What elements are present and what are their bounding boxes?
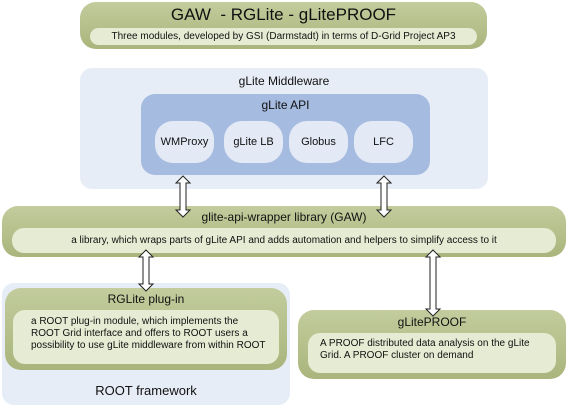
double-arrow-icon <box>174 175 192 218</box>
gaw-library-title: glite-api-wrapper library (GAW) <box>201 210 367 224</box>
rglite-plugin-description: a ROOT plug-in module, which implements … <box>13 310 279 364</box>
root-framework-box: RGLite plug-in a ROOT plug-in module, wh… <box>2 283 290 405</box>
rglite-plugin-line: possibility to use gLite middleware from… <box>31 340 266 351</box>
glite-middleware-label: gLite Middleware <box>238 74 330 88</box>
glite-api-label: gLite API <box>261 98 310 112</box>
header-subtitle: Three modules, developed by GSI (Darmsta… <box>90 28 477 45</box>
module-lfc: LFC <box>354 121 413 163</box>
glite-proof-box: gLitePROOF A PROOF distributed data anal… <box>298 310 566 379</box>
glite-proof-description: A PROOF distributed data analysis on the… <box>308 333 556 373</box>
rglite-plugin-line: a ROOT plug-in module, which implements … <box>31 316 239 327</box>
rglite-plugin-title: RGLite plug-in <box>107 292 185 306</box>
rglite-plugin-line: ROOT Grid interface and offers to ROOT u… <box>31 328 248 339</box>
glite-proof-line: Grid. A PROOF cluster on demand <box>320 350 474 361</box>
glite-proof-line: A PROOF distributed data analysis on the… <box>320 338 530 349</box>
header-box: GAW - RGLite - gLitePROOF Three modules,… <box>80 2 487 49</box>
module-glite-lb: gLite LB <box>224 121 283 163</box>
double-arrow-icon <box>424 249 442 317</box>
glite-proof-title: gLitePROOF <box>397 315 467 329</box>
double-arrow-icon <box>137 249 155 292</box>
double-arrow-icon <box>375 175 393 218</box>
rglite-plugin-box: RGLite plug-in a ROOT plug-in module, wh… <box>5 288 287 370</box>
glite-api-box: gLite API WMProxy gLite LB Globus LFC <box>141 94 430 175</box>
glite-middleware-box: gLite Middleware gLite API WMProxy gLite… <box>80 68 488 189</box>
gaw-library-box: glite-api-wrapper library (GAW) a librar… <box>2 206 566 257</box>
module-globus: Globus <box>289 121 348 163</box>
root-framework-label: ROOT framework <box>95 383 197 398</box>
gaw-library-description: a library, which wraps parts of gLite AP… <box>12 228 556 253</box>
module-wmproxy: WMProxy <box>155 121 214 163</box>
header-title: GAW - RGLite - gLitePROOF <box>170 5 397 24</box>
